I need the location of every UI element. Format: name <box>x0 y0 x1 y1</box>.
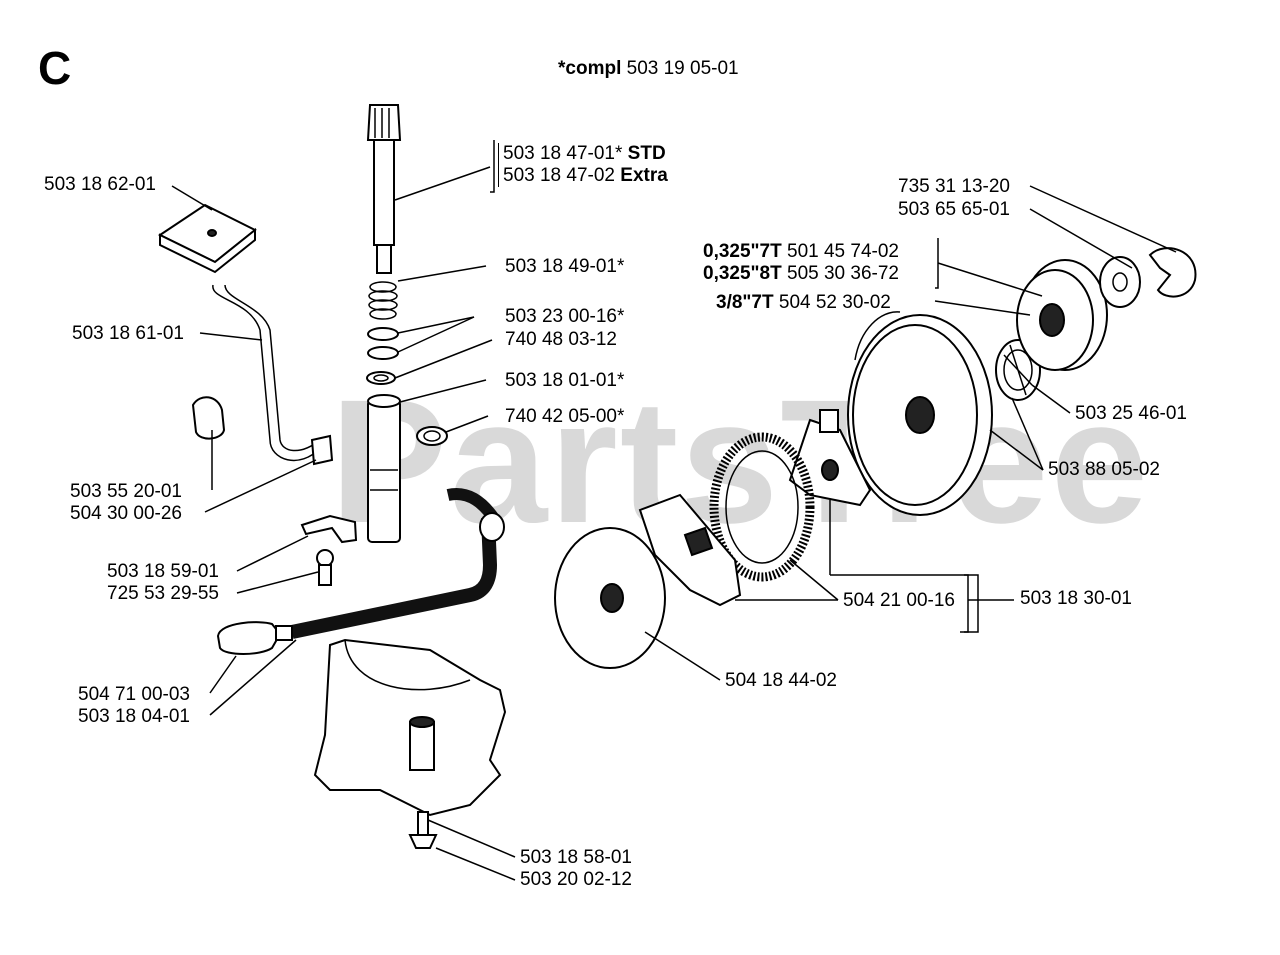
callout-base-screw: 503 20 02-12 <box>520 869 632 890</box>
callout-washer-a: 503 23 00-16* <box>505 306 625 327</box>
washer-and-circlip <box>1099 247 1197 308</box>
callout-o-ring: 740 42 05-00* <box>505 406 625 427</box>
clutch-drum <box>847 311 993 516</box>
assembly-header-prefix: *compl <box>558 58 622 79</box>
callout-washer-b: 740 48 03-12 <box>505 329 617 350</box>
callout-needle-bearing: 503 25 46-01 <box>1075 403 1187 424</box>
callout-sprocket-8t: 0,325"8T 505 30 36-72 <box>703 263 900 284</box>
section-letter: C <box>38 42 72 94</box>
clutch-hub <box>788 409 872 507</box>
callout-nipple: 504 30 00-26 <box>70 503 182 524</box>
callout-oil-cap: 503 18 62-01 <box>44 174 156 195</box>
clutch-spring <box>709 432 815 582</box>
callout-clutch-washer: 504 18 44-02 <box>725 670 837 691</box>
callout-plunger: 503 18 47-01* STD 503 18 47-02 Extra <box>498 143 668 187</box>
callout-clutch-assembly: 503 18 30-01 <box>1020 588 1132 609</box>
sprocket <box>1016 259 1108 371</box>
clutch-washer <box>554 527 666 669</box>
callout-sprocket-325: 0,325"7T 501 45 74-02 0,325"8T 505 30 36… <box>703 241 899 285</box>
callout-sprocket-38: 3/8"7T 504 52 30-02 <box>716 292 891 313</box>
callout-spring: 503 18 49-01* <box>505 256 625 277</box>
watermark: PartsTree <box>330 364 1151 560</box>
callout-screw: 725 53 29-55 <box>107 583 219 604</box>
callout-sprocket-7t: 0,325"7T 501 45 74-02 <box>703 241 900 262</box>
oil-pump-base <box>313 638 507 849</box>
callout-pump-base: 503 18 58-01 <box>520 847 632 868</box>
callout-washer-c: 503 65 65-01 <box>898 199 1010 220</box>
callout-filter: 504 71 00-03 <box>78 684 190 705</box>
callout-plunger-extra: 503 18 47-02 Extra <box>503 165 668 186</box>
oil-pump-plunger <box>366 104 402 274</box>
spring-and-washers <box>366 281 399 385</box>
callout-bracket: 503 18 59-01 <box>107 561 219 582</box>
assembly-header-number: 503 19 05-01 <box>626 58 739 79</box>
callout-plunger-std: 503 18 47-01* STD <box>503 143 666 164</box>
callout-grommet: 503 55 20-01 <box>70 481 182 502</box>
leader-lines <box>171 140 1177 881</box>
clutch-shoe <box>638 493 742 607</box>
assembly-header: *compl 503 19 05-01 <box>558 58 739 80</box>
callout-clutch-spring: 504 21 00-16 <box>843 590 955 611</box>
callout-oil-hose: 503 18 04-01 <box>78 706 190 727</box>
oil-hose-and-filter <box>216 488 505 655</box>
callout-clutch-drum: 503 88 05-02 <box>1048 459 1160 480</box>
callout-pump-housing: 503 18 01-01* <box>505 370 625 391</box>
rubber-grommet <box>191 396 226 440</box>
callout-circlip: 735 31 13-20 <box>898 176 1010 197</box>
oil-cap <box>157 203 334 466</box>
callout-oil-tube: 503 18 61-01 <box>72 323 184 344</box>
bracket-and-screw <box>300 514 358 586</box>
pump-housing <box>367 394 448 543</box>
